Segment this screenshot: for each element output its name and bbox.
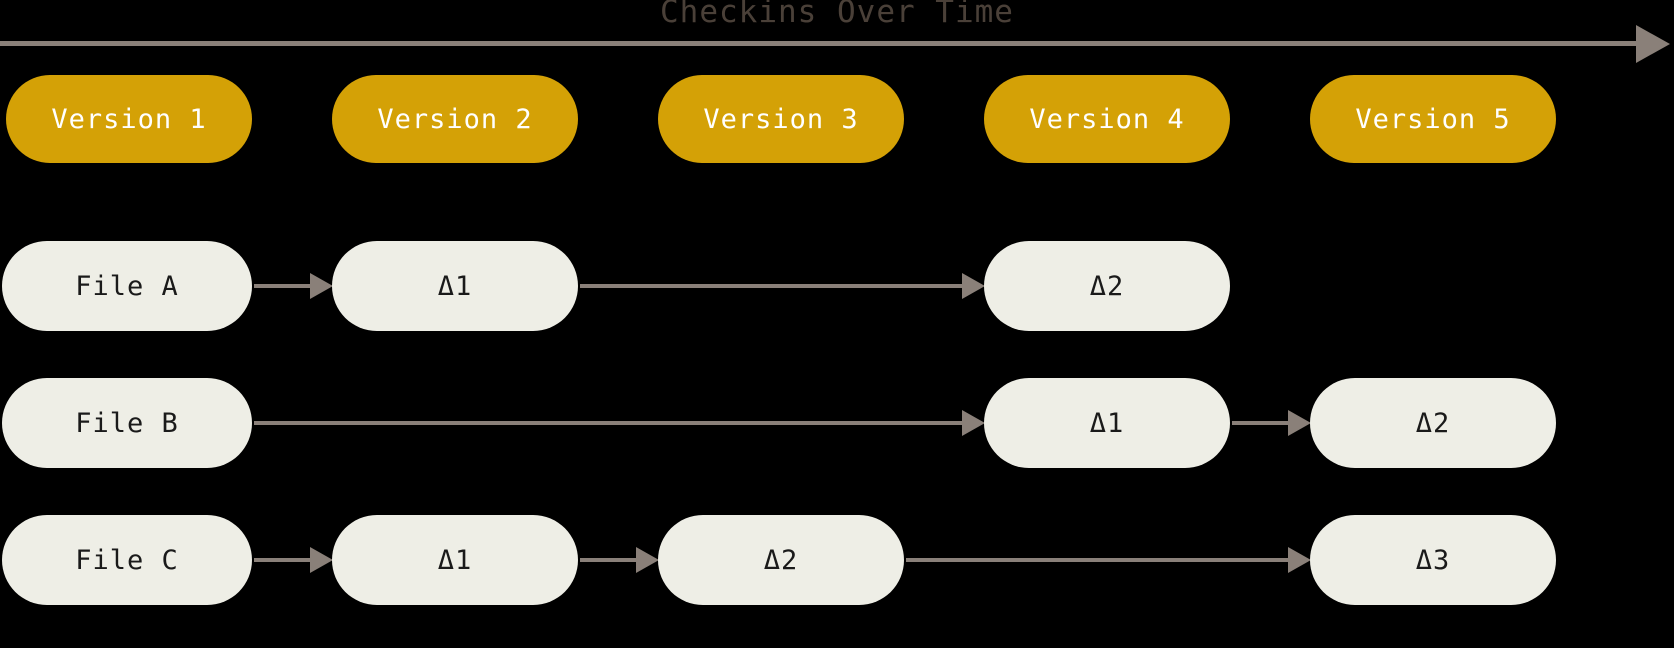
version-pill-label: Version 4 (1029, 103, 1185, 135)
node-label: Δ1 (1089, 407, 1125, 439)
connector-file-a-v1-v2 (254, 284, 312, 288)
connector-arrowhead-icon (310, 273, 333, 299)
version-pill-label: Version 5 (1355, 103, 1511, 135)
node-file-c-v2[interactable]: Δ1 (332, 515, 578, 605)
node-label: Δ2 (1415, 407, 1451, 439)
connector-arrowhead-icon (1288, 547, 1311, 573)
node-file-a-v4[interactable]: Δ2 (984, 241, 1230, 331)
node-file-b-v5[interactable]: Δ2 (1310, 378, 1556, 468)
connector-arrowhead-icon (962, 273, 985, 299)
node-label: File B (75, 407, 179, 439)
connector-file-b-v1-v4 (254, 421, 964, 425)
version-pill-4[interactable]: Version 4 (984, 75, 1230, 163)
node-label: Δ3 (1415, 544, 1451, 576)
timeline-axis-line (0, 41, 1640, 46)
node-file-a-v2[interactable]: Δ1 (332, 241, 578, 331)
connector-file-c-v3-v5 (906, 558, 1290, 562)
timeline-arrow-icon (1636, 25, 1670, 63)
connector-file-a-v2-v4 (580, 284, 964, 288)
node-label: Δ2 (763, 544, 799, 576)
connector-arrowhead-icon (962, 410, 985, 436)
connector-arrowhead-icon (636, 547, 659, 573)
connector-arrowhead-icon (1288, 410, 1311, 436)
node-file-c-v5[interactable]: Δ3 (1310, 515, 1556, 605)
node-file-a-v1[interactable]: File A (2, 241, 252, 331)
version-pill-label: Version 3 (703, 103, 859, 135)
node-file-b-v4[interactable]: Δ1 (984, 378, 1230, 468)
page-title: Checkins Over Time (660, 0, 1014, 30)
node-label: Δ1 (437, 544, 473, 576)
node-label: File C (75, 544, 179, 576)
node-file-c-v3[interactable]: Δ2 (658, 515, 904, 605)
node-label: Δ2 (1089, 270, 1125, 302)
connector-file-c-v2-v3 (580, 558, 638, 562)
connector-arrowhead-icon (310, 547, 333, 573)
node-file-c-v1[interactable]: File C (2, 515, 252, 605)
connector-file-b-v4-v5 (1232, 421, 1290, 425)
node-label: Δ1 (437, 270, 473, 302)
version-pill-2[interactable]: Version 2 (332, 75, 578, 163)
node-file-b-v1[interactable]: File B (2, 378, 252, 468)
version-pill-1[interactable]: Version 1 (6, 75, 252, 163)
connector-file-c-v1-v2 (254, 558, 312, 562)
version-pill-label: Version 1 (51, 103, 207, 135)
node-label: File A (75, 270, 179, 302)
version-pill-5[interactable]: Version 5 (1310, 75, 1556, 163)
version-pill-3[interactable]: Version 3 (658, 75, 904, 163)
version-pill-label: Version 2 (377, 103, 533, 135)
